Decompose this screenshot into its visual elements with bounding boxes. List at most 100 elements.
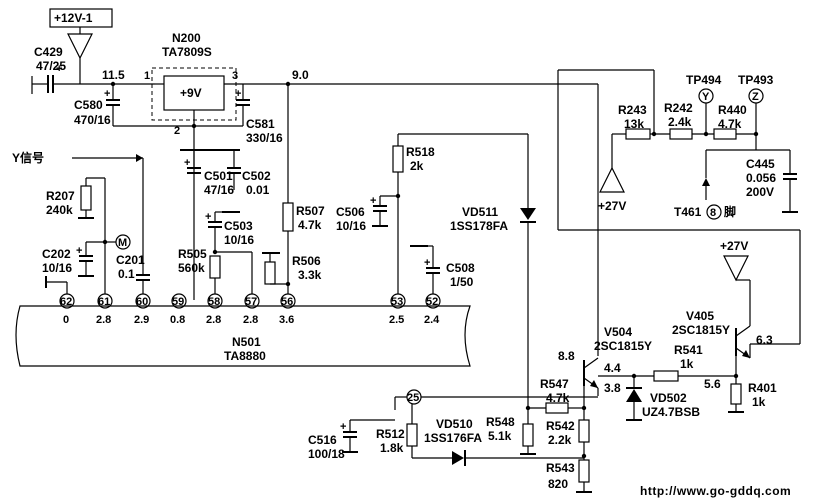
svg-text:1SS176FA: 1SS176FA: [424, 431, 482, 445]
cap-c503: + C503 10/16: [205, 211, 254, 252]
res-r207: R207 240k: [46, 177, 105, 219]
svg-text:0: 0: [63, 314, 69, 326]
diode-vd510: VD510 1SS176FA: [412, 417, 584, 466]
svg-text:R506: R506: [292, 254, 321, 268]
svg-text:2.8: 2.8: [96, 314, 111, 326]
svg-text:2k: 2k: [410, 159, 424, 173]
svg-text:62: 62: [60, 296, 72, 308]
svg-text:+: +: [56, 63, 62, 75]
power-12v-box: [49, 8, 113, 28]
svg-text:0.056: 0.056: [746, 171, 776, 185]
svg-text:2.5: 2.5: [389, 314, 404, 326]
svg-text:2SC1815Y: 2SC1815Y: [672, 323, 730, 337]
svg-text:+: +: [370, 195, 376, 207]
pin62-ground: [45, 276, 68, 294]
svg-text:+: +: [205, 211, 211, 223]
svg-text:R505: R505: [178, 247, 207, 261]
svg-text:47/16: 47/16: [204, 183, 234, 197]
svg-text:TP493: TP493: [738, 73, 774, 87]
y-signal-label: Y信号: [12, 150, 44, 165]
svg-text:60: 60: [136, 296, 148, 308]
res-r543: R543 820: [546, 456, 592, 493]
svg-text:R518: R518: [406, 145, 435, 159]
reg-output-label: +9V: [180, 86, 202, 100]
res-r541: R541 1k: [653, 343, 736, 382]
ic-pin-60: 60 2.9: [134, 293, 151, 326]
svg-text:C508: C508: [446, 261, 475, 275]
svg-text:+: +: [184, 157, 190, 169]
power-27v-v405: +27V: [720, 239, 750, 282]
svg-text:C201: C201: [116, 253, 145, 267]
svg-text:Z: Z: [752, 91, 759, 103]
svg-text:1/50: 1/50: [450, 275, 474, 289]
svg-text:820: 820: [548, 477, 568, 491]
svg-text:3: 3: [232, 70, 238, 82]
svg-text:53: 53: [391, 296, 403, 308]
svg-text:56: 56: [281, 296, 293, 308]
testpoint-tp494: TP494 Y: [686, 73, 722, 134]
svg-text:R243: R243: [618, 103, 647, 117]
svg-text:+27V: +27V: [720, 239, 748, 253]
svg-text:R512: R512: [376, 427, 405, 441]
ic-n501-part: TA8880: [224, 349, 266, 363]
svg-text:脚: 脚: [724, 204, 736, 219]
svg-text:57: 57: [245, 296, 257, 308]
svg-text:C429: C429: [34, 45, 63, 59]
cap-c581: + C581 330/16: [235, 84, 283, 145]
cap-c429: + C429 47/25: [31, 45, 80, 94]
svg-text:4.7k: 4.7k: [298, 218, 322, 232]
cap-c506: + C506 10/16: [336, 193, 401, 233]
svg-text:5.1k: 5.1k: [488, 429, 512, 443]
transistor-v405: V405 2SC1815Y: [672, 309, 751, 376]
svg-text:+27V: +27V: [598, 199, 626, 213]
svg-text:1k: 1k: [680, 357, 694, 371]
svg-text:C445: C445: [746, 157, 775, 171]
svg-text:+: +: [104, 88, 110, 100]
svg-text:52: 52: [426, 296, 438, 308]
res-r505: R505 560k: [178, 247, 253, 294]
ic-pin-52: 52 2.4: [424, 293, 441, 326]
svg-text:VD511: VD511: [462, 205, 498, 219]
cap-c580: + C580 470/16: [74, 84, 243, 127]
res-r440: R440 4.7k: [713, 103, 756, 140]
svg-text:3.3k: 3.3k: [298, 268, 322, 282]
svg-text:0.8: 0.8: [170, 314, 185, 326]
svg-text:V504: V504: [604, 325, 632, 339]
res-r243: R243 13k: [618, 103, 670, 140]
svg-text:10/16: 10/16: [336, 219, 366, 233]
cap-c202: + C202 10/16: [42, 241, 105, 277]
svg-text:470/16: 470/16: [74, 113, 111, 127]
ic-pin-62: 62 0: [59, 293, 75, 326]
svg-text:560k: 560k: [178, 261, 205, 275]
svg-text:R542: R542: [546, 419, 575, 433]
svg-text:R547: R547: [540, 377, 569, 391]
svg-text:R440: R440: [718, 103, 747, 117]
reg-part: TA7809S: [162, 45, 212, 59]
diode-vd511: VD511 1SS178FA: [450, 134, 536, 408]
svg-text:R507: R507: [296, 204, 325, 218]
svg-text:4.7k: 4.7k: [546, 391, 570, 405]
svg-text:R207: R207: [46, 189, 75, 203]
net-5-6: 5.6: [704, 377, 721, 391]
svg-text:UZ4.7BSB: UZ4.7BSB: [642, 405, 700, 419]
transistor-v504: V504 2SC1815Y: [583, 325, 652, 408]
svg-text:C516: C516: [308, 433, 337, 447]
res-r507: R507 4.7k: [282, 84, 325, 294]
svg-text:0.01: 0.01: [246, 183, 270, 197]
ic-n501-ref: N501: [232, 335, 261, 349]
svg-text:2.2k: 2.2k: [548, 433, 572, 447]
svg-text:R548: R548: [486, 415, 515, 429]
svg-text:3.6: 3.6: [279, 314, 294, 326]
svg-text:1k: 1k: [752, 395, 766, 409]
svg-text:VD510: VD510: [436, 417, 473, 431]
svg-text:C503: C503: [224, 219, 253, 233]
ic-pin-56: 56 3.6: [279, 293, 296, 326]
cap-c445: C445 0.056 200V: [705, 149, 798, 213]
svg-text:2.4k: 2.4k: [668, 115, 692, 129]
svg-text:Y: Y: [702, 91, 710, 103]
svg-text:R242: R242: [664, 101, 693, 115]
svg-text:8: 8: [710, 207, 716, 219]
res-r401: R401 1k: [728, 376, 777, 413]
svg-text:47/25: 47/25: [36, 59, 66, 73]
